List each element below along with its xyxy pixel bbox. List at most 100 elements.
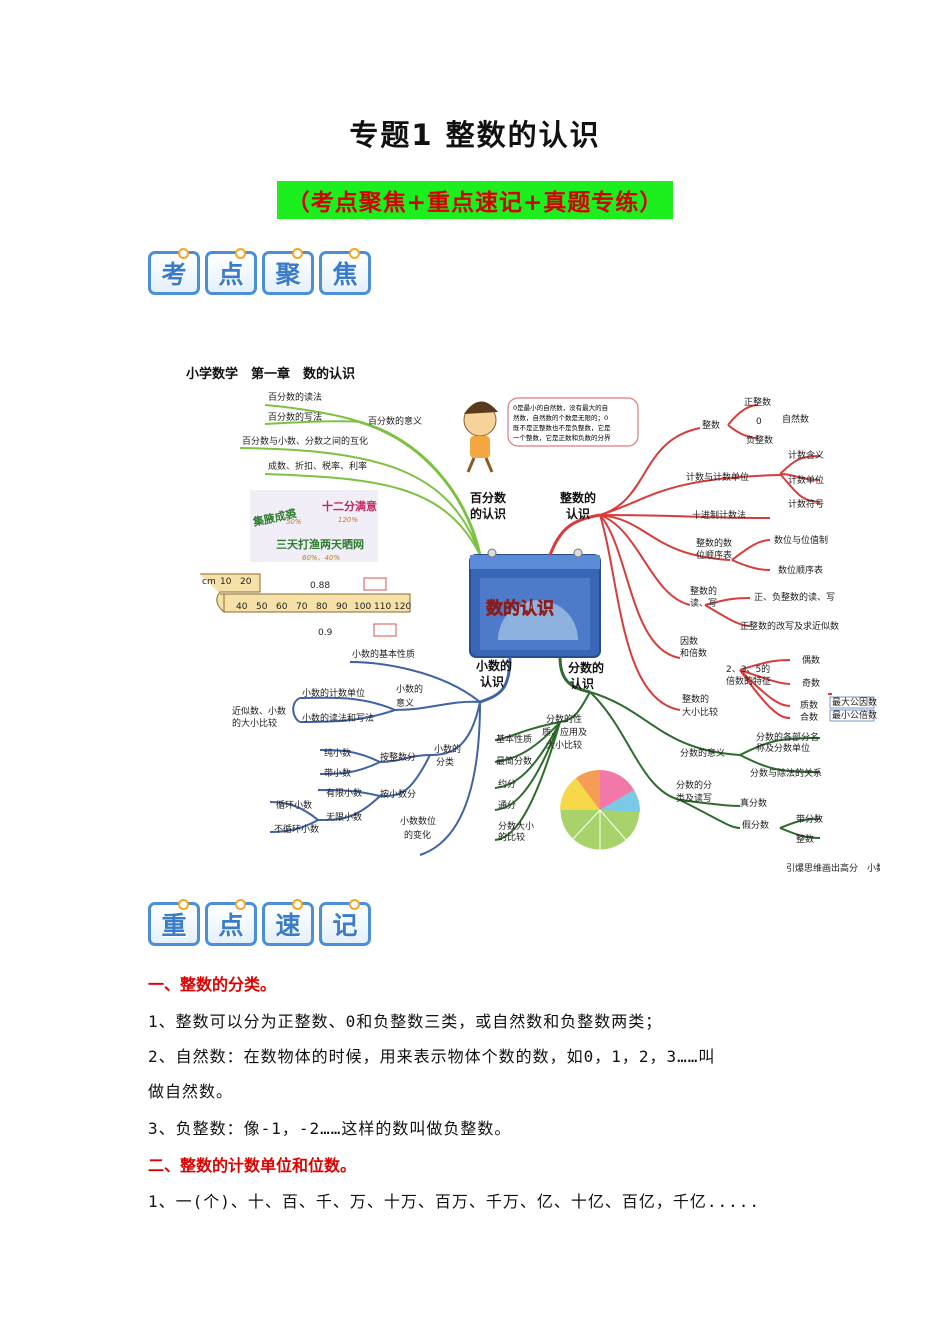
frac-node: 质、应用及 <box>542 726 587 738</box>
dec-leaf: 不循环小数 <box>274 823 319 835</box>
note-paragraph: 1、一(个)、十、百、千、万、十万、百万、千万、亿、十亿、百亿，千亿..... <box>148 1192 761 1211</box>
dec-node: 小数的基本性质 <box>352 648 415 660</box>
int-node: 整数的数 <box>696 537 732 549</box>
int-leaf: 数位顺序表 <box>778 564 823 576</box>
dec-branch-label: 认识 <box>480 674 504 689</box>
int-leaf: 数位与位值制 <box>774 534 828 546</box>
ruler-mark: 110 <box>374 602 391 612</box>
tile-decor-icon <box>292 899 303 910</box>
note-paragraph: 3、负整数：像-1，-2……这样的数叫做负整数。 <box>148 1119 512 1138</box>
page-subtitle: （考点聚焦+重点速记+真题专练） <box>276 181 674 219</box>
int-leaf: 计数单位 <box>788 474 824 486</box>
int-leaf: 正整数 <box>744 396 771 408</box>
banner-tile: 点 <box>205 899 257 946</box>
frac-leaf: 通分 <box>498 800 516 811</box>
int-node: 读、写 <box>690 597 717 609</box>
int-leaf: 自然数 <box>782 413 809 425</box>
tile-decor-icon <box>235 248 246 259</box>
idiom-pct: 120% <box>338 516 358 524</box>
pct-branch-label: 的认识 <box>470 506 506 521</box>
tile-char: 速 <box>275 911 301 940</box>
idiom-pct: 50% <box>286 518 302 526</box>
dec-node: 小数的 <box>434 743 461 755</box>
int-node: 计数与计数单位 <box>686 471 749 483</box>
frac-leaf: 最简分数 <box>496 755 532 767</box>
dec-node: 小数数位 <box>400 815 436 827</box>
banner-tile: 记 <box>319 899 371 946</box>
int-leaf: 倍数的特征 <box>726 675 771 687</box>
int-leaf: 奇数 <box>802 677 820 689</box>
dec-node: 意义 <box>396 697 414 709</box>
idiom-picture <box>250 490 378 562</box>
ruler-head: cm <box>202 577 216 587</box>
ruler-blank-box <box>373 623 397 637</box>
pct-branch-label: 百分数 <box>470 490 507 505</box>
cartoon-kid-icon <box>463 401 498 473</box>
dec-leaf: 带小数 <box>324 767 351 779</box>
pct-item: 百分数的写法 <box>268 411 322 423</box>
int-leaf: 质数 <box>800 699 818 711</box>
ruler-head: 10 <box>220 577 232 587</box>
mindmap-footer: 引爆思维画出高分 小数 01 <box>786 862 880 874</box>
dec-leaf: 按小数分 <box>380 788 416 800</box>
frac-leaf: 分数与除法的关系 <box>750 767 822 779</box>
tile-decor-icon <box>292 248 303 259</box>
frac-leaf: 真分数 <box>740 797 767 809</box>
frac-leaf: 分数的各部分名 <box>756 731 819 743</box>
int-node: 整数 <box>702 419 720 431</box>
frac-leaf: 带分数 <box>796 813 823 825</box>
int-leaf: 2、3、5的 <box>726 663 770 675</box>
int-branch-label: 认识 <box>566 506 590 521</box>
pct-item: 百分数与小数、分数之间的互化 <box>242 435 368 447</box>
banner-tile: 点 <box>205 248 257 295</box>
frac-node: 大小比较 <box>546 739 582 751</box>
ruler-head: 20 <box>240 577 252 587</box>
ruler-mark: 50 <box>256 602 268 612</box>
dec-node: 小数的 <box>396 683 423 695</box>
bubble-line: 既不是正整数也不是负整数，它是 <box>513 423 611 432</box>
dec-leaf: 小数的读法和写法 <box>302 712 374 724</box>
dec-node: 的变化 <box>404 829 431 841</box>
ruler-picture <box>200 573 411 613</box>
ruler-mark: 120 <box>394 602 411 612</box>
note-paragraph: 1、整数可以分为正整数、0和负整数三类，或自然数和负整数两类； <box>148 1012 663 1031</box>
frac-leaf: 假分数 <box>742 819 769 831</box>
ruler-value: 0.88 <box>310 581 330 591</box>
subtitle-wrap: （考点聚焦+重点速记+真题专练） <box>0 181 950 219</box>
center-node <box>469 548 601 658</box>
idiom-text: 十二分满意 <box>322 499 377 513</box>
ruler-mark: 80 <box>316 602 328 612</box>
frac-leaf: 整数 <box>796 833 814 845</box>
tile-decor-icon <box>178 248 189 259</box>
frac-leaf: 称及分数单位 <box>756 742 810 754</box>
int-leaf: 最大公因数 <box>832 696 877 708</box>
mindmap-header: 小学数学 第一章 数的认识 <box>186 366 355 382</box>
frac-leaf: 基本性质 <box>496 733 532 745</box>
tile-decor-icon <box>235 899 246 910</box>
gcd-box <box>829 696 875 709</box>
tile-char: 聚 <box>275 260 301 289</box>
frac-node: 类及读写 <box>676 792 712 804</box>
note-paragraph: 2、自然数：在数物体的时候，用来表示物体个数的数，如0，1，2，3……叫 <box>148 1047 716 1066</box>
page-title: 专题1 整数的认识 <box>349 118 601 152</box>
banner-tile: 重 <box>148 899 200 946</box>
tile-char: 焦 <box>332 260 358 289</box>
int-leaf: 最小公倍数 <box>832 709 877 721</box>
idiom-pct: 60%、40% <box>302 554 340 562</box>
dec-leaf: 的大小比较 <box>232 717 277 729</box>
pct-item: 百分数的读法 <box>268 391 322 403</box>
fraction-pie-chart <box>559 769 641 851</box>
idiom-text: 三天打渔两天晒网 <box>276 537 364 551</box>
int-node: 十进制计数法 <box>692 509 746 521</box>
banner-kaodian-jujiao: 考 点 聚 焦 <box>148 248 371 295</box>
dec-leaf: 按整数分 <box>380 751 416 763</box>
ruler-blank-box <box>363 577 387 591</box>
dec-leaf: 有限小数 <box>326 787 362 799</box>
tile-decor-icon <box>178 899 189 910</box>
ruler-mark: 100 <box>354 602 371 612</box>
dec-branch-label: 小数的 <box>476 658 512 673</box>
banner-tile: 速 <box>262 899 314 946</box>
banner-tile: 考 <box>148 248 200 295</box>
banner-tile: 聚 <box>262 248 314 295</box>
int-leaf: 0 <box>756 417 762 427</box>
